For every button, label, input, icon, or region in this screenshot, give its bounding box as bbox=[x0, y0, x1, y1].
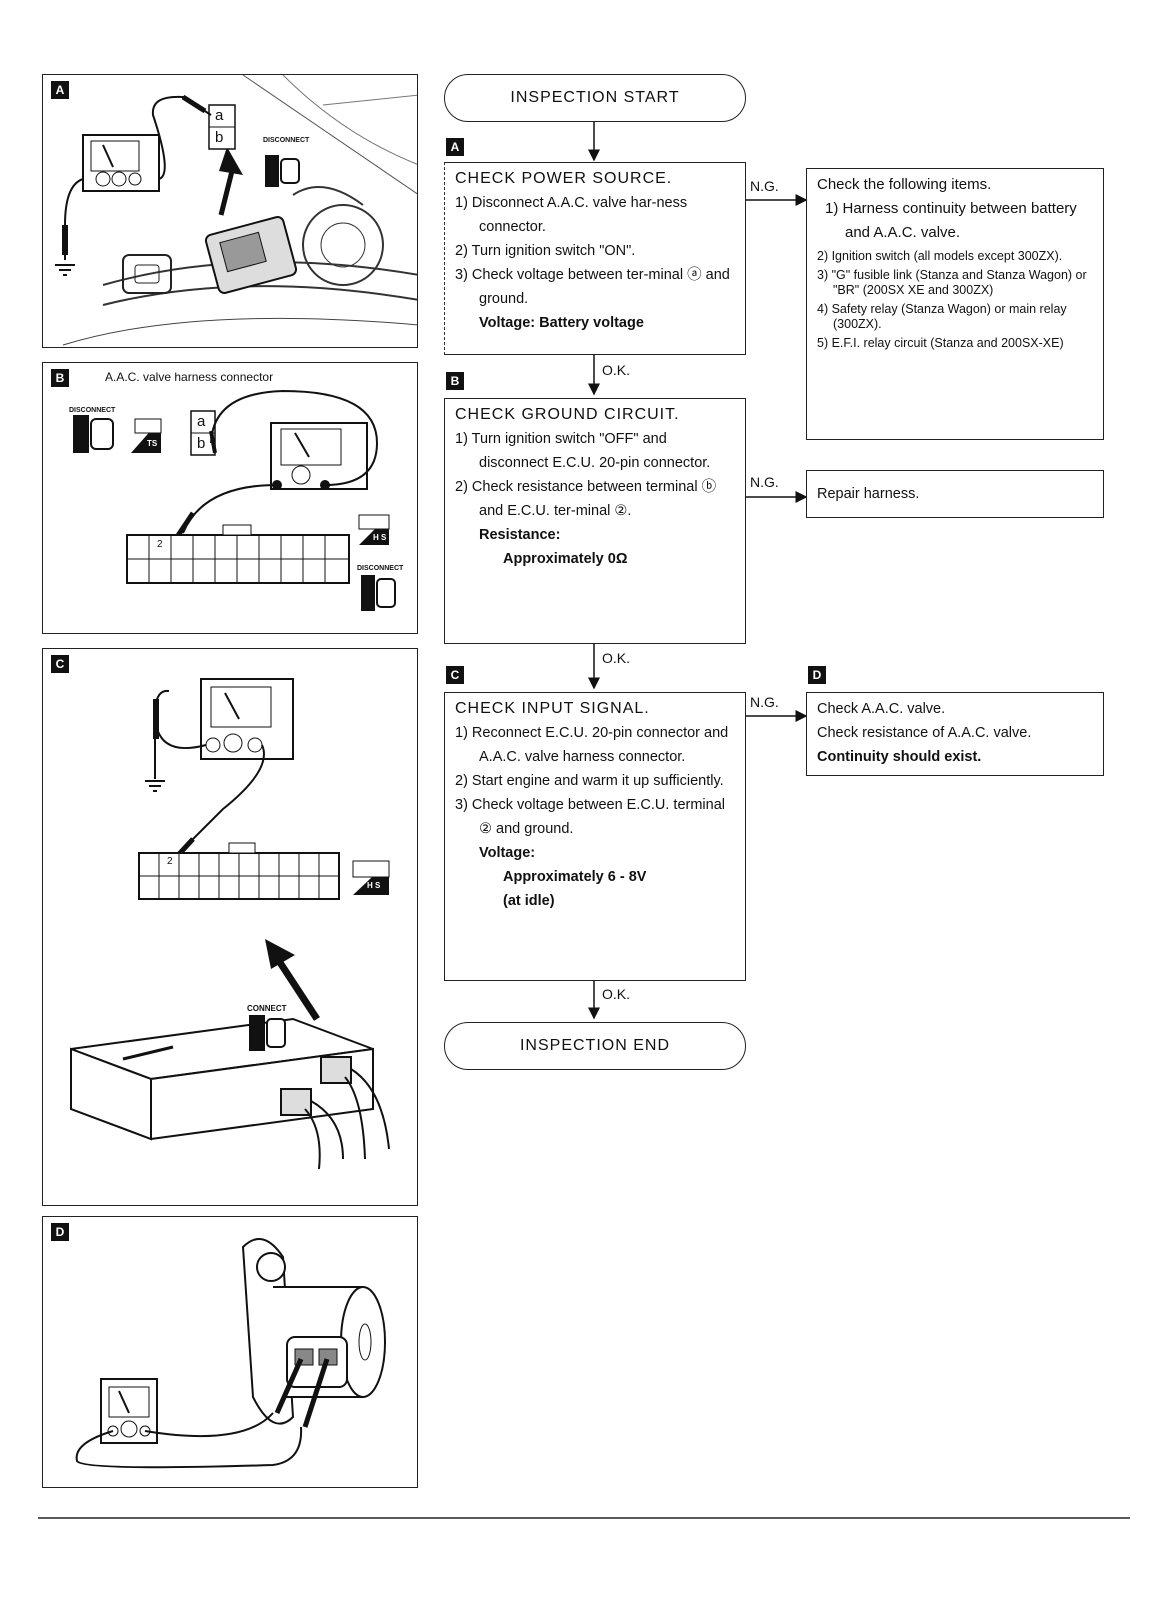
panel-b-term-b: b bbox=[197, 435, 206, 452]
step-a-box: CHECK POWER SOURCE. 1) Disconnect A.A.C.… bbox=[444, 162, 746, 355]
step-a-tag: A bbox=[446, 138, 464, 156]
step-c-result-label: Voltage: bbox=[479, 845, 536, 861]
panel-b-disconnect-label: DISCONNECT bbox=[69, 407, 116, 414]
step-c-item-3: 3) Check voltage between E.C.U. terminal… bbox=[455, 797, 725, 837]
ng-label-b: N.G. bbox=[750, 474, 779, 490]
panel-b-disconnect2-label: DISCONNECT bbox=[357, 565, 404, 572]
step-c-item-2: 2) Start engine and warm it up sufficien… bbox=[455, 773, 724, 789]
panel-a-illustration: A bbox=[42, 74, 418, 348]
panel-b-term-a: a bbox=[197, 413, 206, 430]
step-c-box: CHECK INPUT SIGNAL. 1) Reconnect E.C.U. … bbox=[444, 692, 746, 981]
step-c-item-1: 1) Reconnect E.C.U. 20-pin connector and… bbox=[455, 725, 729, 765]
panel-b-pin-label: 2 bbox=[157, 539, 163, 550]
ng-b-box: Repair harness. bbox=[806, 470, 1104, 518]
panel-b-title: A.A.C. valve harness connector bbox=[105, 370, 274, 384]
ng-a-item-1: 1) Harness continuity between battery an… bbox=[825, 200, 1077, 241]
step-c-title: CHECK INPUT SIGNAL. bbox=[455, 700, 650, 717]
step-a-item-2: 2) Turn ignition switch "ON". bbox=[455, 243, 636, 259]
ng-a-small-3: 3) "G" fusible link (Stanza and Stanza W… bbox=[817, 268, 1087, 297]
ng-c-box: Check A.A.C. valve. Check resistance of … bbox=[806, 692, 1104, 776]
panel-b-illustration: B A.A.C. valve harness connector bbox=[42, 362, 418, 634]
panel-c-connect-label: CONNECT bbox=[247, 1004, 287, 1013]
panel-b-badge-ts: TS bbox=[147, 439, 158, 448]
ng-c-line-3: Continuity should exist. bbox=[817, 749, 982, 765]
step-c-result-note: (at idle) bbox=[503, 893, 555, 909]
step-b-box: CHECK GROUND CIRCUIT. 1) Turn ignition s… bbox=[444, 398, 746, 644]
step-c-tag: C bbox=[446, 666, 464, 684]
panel-d-tag: D bbox=[51, 1223, 69, 1241]
ng-a-small-5: 5) E.F.I. relay circuit (Stanza and 200S… bbox=[817, 336, 1064, 350]
step-b-title: CHECK GROUND CIRCUIT. bbox=[455, 406, 680, 423]
ecu-resistance-drawing bbox=[73, 389, 396, 611]
panel-a-term-b: b bbox=[215, 129, 224, 146]
ng-c-line-2: Check resistance of A.A.C. valve. bbox=[817, 725, 1032, 741]
inspection-end: INSPECTION END bbox=[444, 1022, 746, 1070]
ng-a-small-4: 4) Safety relay (Stanza Wagon) or main r… bbox=[817, 302, 1067, 331]
step-b-item-2: 2) Check resistance between terminal ⓑ a… bbox=[455, 479, 717, 519]
step-b-tag: B bbox=[446, 372, 464, 390]
ng-c-line-1: Check A.A.C. valve. bbox=[817, 701, 946, 717]
aac-valve-drawing bbox=[75, 1238, 386, 1469]
inspection-start: INSPECTION START bbox=[444, 74, 746, 122]
ng-label-a: N.G. bbox=[750, 178, 779, 194]
ng-c-tag: D bbox=[808, 666, 826, 684]
panel-c-pin-label: 2 bbox=[167, 856, 173, 867]
step-a-item-1: 1) Disconnect A.A.C. valve har-ness conn… bbox=[455, 195, 688, 235]
ng-b-text: Repair harness. bbox=[817, 486, 920, 502]
step-c-result-value: Approximately 6 - 8V bbox=[503, 869, 647, 885]
panel-d-illustration: D bbox=[42, 1216, 418, 1488]
ng-a-small-2: 2) Ignition switch (all models except 30… bbox=[817, 249, 1063, 263]
ok-label-b: O.K. bbox=[602, 650, 631, 666]
panel-a-term-a: a bbox=[215, 107, 224, 124]
panel-c-badge-hs: H S bbox=[367, 881, 381, 890]
panel-c-tag: C bbox=[51, 655, 69, 673]
ok-label-c: O.K. bbox=[602, 986, 631, 1002]
step-b-item-1: 1) Turn ignition switch "OFF" and discon… bbox=[455, 431, 711, 471]
engine-harness-drawing bbox=[55, 75, 417, 346]
step-a-title: CHECK POWER SOURCE. bbox=[455, 170, 673, 187]
panel-a-tag: A bbox=[51, 81, 69, 99]
panel-b-tag: B bbox=[51, 369, 69, 387]
panel-b-badge-hs: H S bbox=[373, 533, 387, 542]
step-a-item-3: 3) Check voltage between ter-minal ⓐ and… bbox=[455, 267, 730, 307]
step-a-result: Voltage: Battery voltage bbox=[479, 315, 644, 331]
ng-a-title: Check the following items. bbox=[817, 176, 992, 193]
panel-a-disconnect-label: DISCONNECT bbox=[263, 137, 310, 144]
ng-a-box: Check the following items. 1) Harness co… bbox=[806, 168, 1104, 440]
step-b-result-label: Resistance: bbox=[479, 527, 561, 543]
ng-label-c: N.G. bbox=[750, 694, 779, 710]
ecu-voltage-drawing bbox=[70, 678, 390, 1170]
panel-c-illustration: C bbox=[42, 648, 418, 1206]
step-b-result-value: Approximately 0Ω bbox=[503, 551, 628, 567]
ok-label-a: O.K. bbox=[602, 362, 631, 378]
